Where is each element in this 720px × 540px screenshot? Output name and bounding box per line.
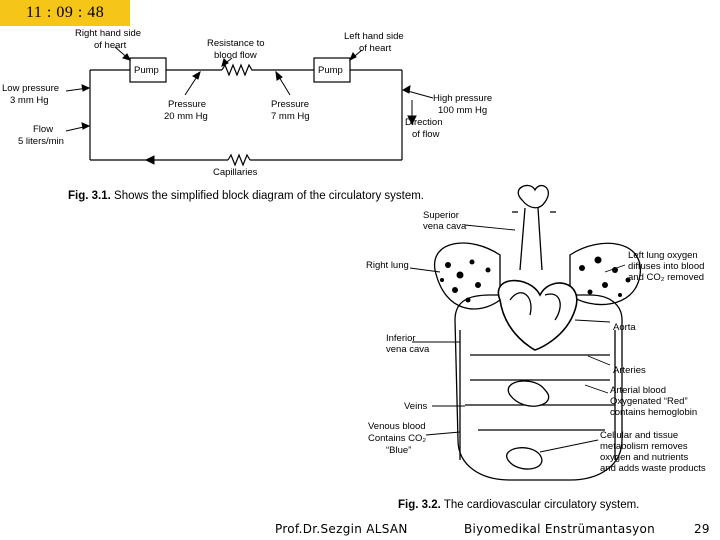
block-diagram: Pump Pump Right hand side of: [2, 28, 495, 202]
resistance-label: Resistance to blood flow: [207, 38, 267, 61]
right-lung-label: Right lung: [366, 260, 409, 271]
pump-box-right: [129, 57, 167, 83]
pump-label-left: Pump: [318, 65, 343, 76]
footer-author: Prof.Dr.Sezgin ALSAN: [275, 522, 408, 536]
pressure-7-label: Pressure 7 mm Hg: [271, 99, 312, 122]
left-lung-label: Left lung oxygen diffuses into blood and…: [628, 250, 707, 283]
pressure-20-label: Pressure 20 mm Hg: [164, 99, 209, 122]
timer-badge: 11 : 09 : 48: [0, 0, 130, 26]
direction-label: Direction of flow: [405, 117, 445, 140]
superior-vena-cava-label: Superior vena cava: [423, 210, 467, 232]
footer-course: Biyomedikal Enstrümantasyon: [464, 522, 656, 536]
venous-blood-label: Venous blood Contains CO₂ “Blue”: [368, 421, 429, 456]
arteries-label: Arteries: [613, 365, 646, 376]
low-pressure-label: Low pressure 3 mm Hg: [2, 83, 62, 106]
pump-label-right: Pump: [134, 65, 159, 76]
right-heart-label: Right hand side of heart: [75, 28, 144, 51]
fig2-caption: Fig. 3.2. The cardiovascular circulatory…: [398, 499, 639, 511]
footer-page-number: 29: [694, 522, 710, 536]
capillaries-label: Capillaries: [213, 167, 258, 178]
cellular-metabolism-label: Cellular and tissue metabolism removes o…: [600, 430, 706, 474]
veins-label: Veins: [404, 401, 427, 412]
arterial-blood-label: Arterial blood Oxygenated “Red” contains…: [610, 385, 697, 418]
inferior-vena-cava-label: Inferior vena cava: [386, 333, 430, 355]
aorta-label: Aorta: [613, 322, 636, 333]
fig1-caption: Fig. 3.1. Shows the simplified block dia…: [68, 190, 424, 202]
flow-label: Flow 5 liters/min: [18, 124, 64, 147]
left-heart-label: Left hand side of heart: [344, 31, 406, 54]
circulatory-illustration: Superior vena cava Right lung Left lung …: [366, 184, 707, 511]
high-pressure-label: High pressure 100 mm Hg: [433, 93, 495, 116]
pump-box-left: [313, 57, 351, 83]
